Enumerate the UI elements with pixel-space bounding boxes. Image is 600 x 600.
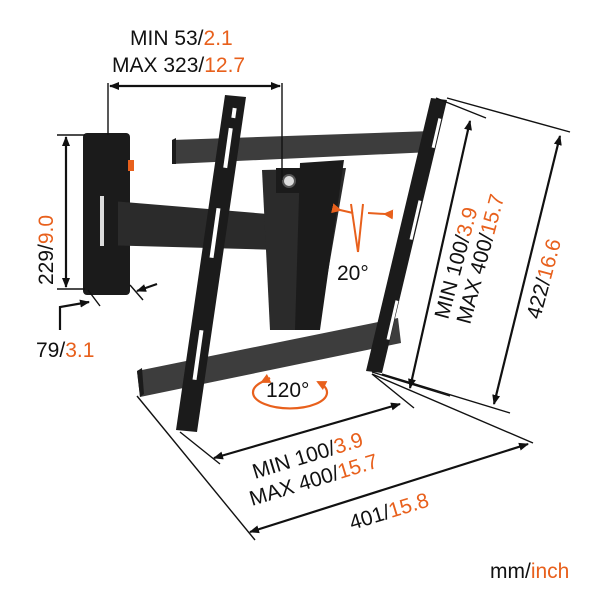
wall-plate-height-label: 229/9.0 bbox=[35, 215, 58, 285]
tilt-angle-label: 20° bbox=[337, 262, 369, 285]
swing-arm bbox=[100, 200, 280, 250]
tilt-indicator bbox=[331, 203, 394, 253]
unit-legend: mm/inch bbox=[490, 560, 569, 583]
overall-width-label: 401/15.8 bbox=[347, 489, 432, 535]
arm-extension-min-label: MIN 53/2.1 bbox=[130, 27, 233, 50]
swivel-angle-label: 120° bbox=[266, 379, 309, 402]
wall-plate-depth-label: 79/3.1 bbox=[36, 339, 94, 362]
dimension-lines bbox=[57, 82, 571, 541]
arm-extension-max-label: MAX 323/12.7 bbox=[112, 54, 245, 77]
top-rail bbox=[172, 131, 432, 164]
wall-plate-tab bbox=[128, 160, 134, 171]
left-vesa-bracket bbox=[176, 95, 246, 432]
overall-height-label: 422/16.6 bbox=[523, 236, 566, 321]
swivel-indicator bbox=[251, 373, 329, 410]
